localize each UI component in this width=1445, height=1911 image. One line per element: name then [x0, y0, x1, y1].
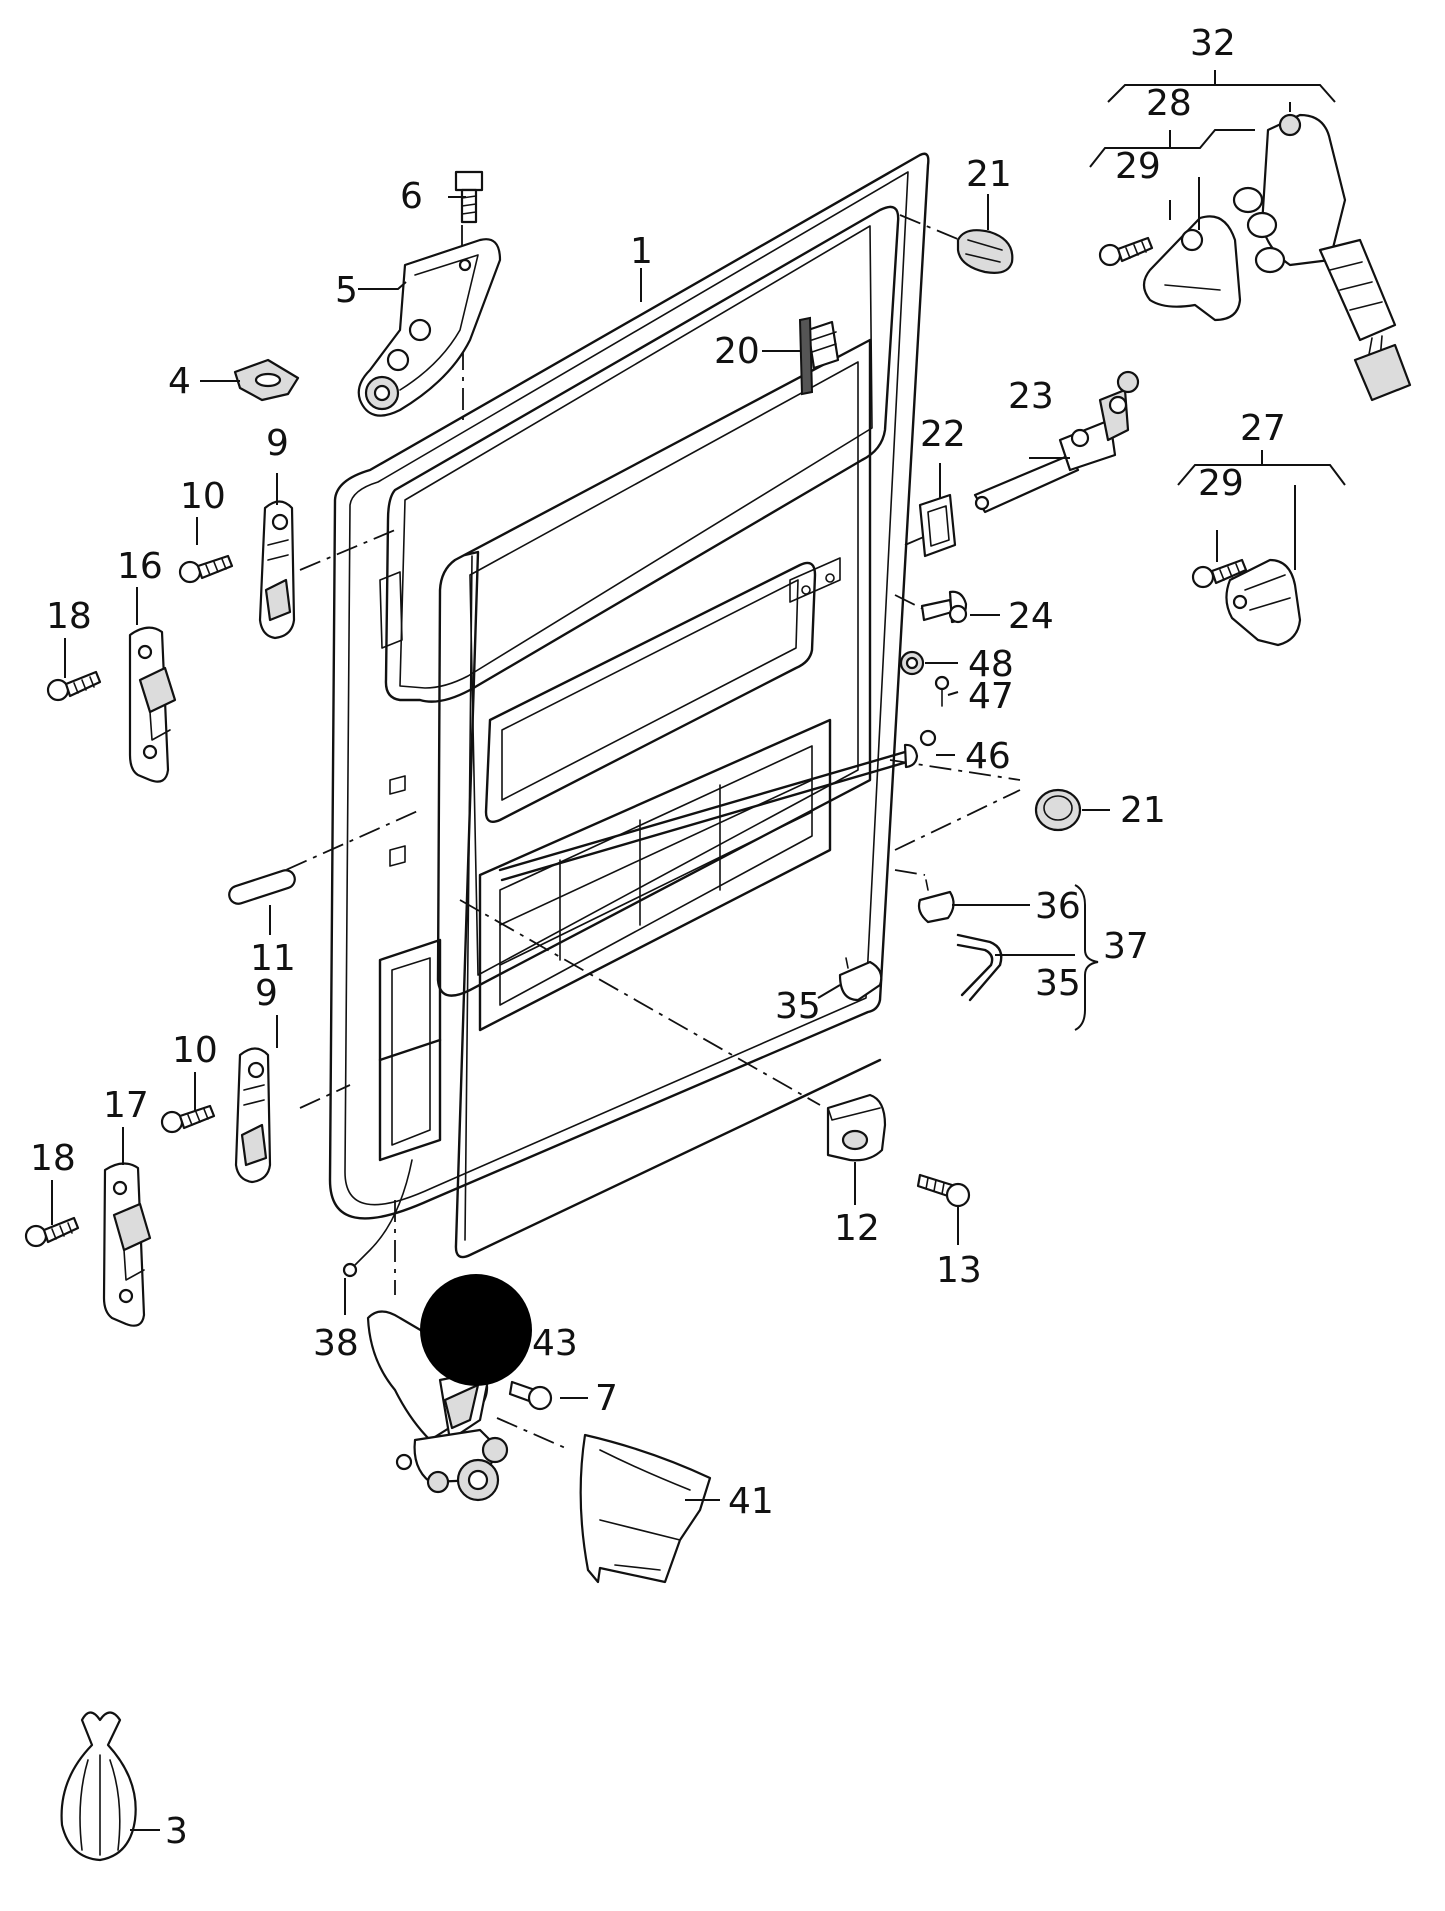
- callout-36: 36: [1035, 886, 1081, 927]
- bracket-5: [357, 238, 502, 417]
- callout-3: 3: [165, 1811, 188, 1852]
- bolt-7: [508, 1380, 553, 1411]
- callout-27: 27: [1240, 408, 1286, 449]
- seal-35: [838, 933, 1003, 1002]
- cap-21-upper: [956, 229, 1014, 274]
- callout-leaders: [51, 102, 1296, 1831]
- callout-32: 32: [1190, 23, 1236, 64]
- actuator-32: [1232, 113, 1412, 402]
- callout-13: 13: [936, 1250, 982, 1291]
- callout-20: 20: [714, 331, 760, 372]
- clip-36: [917, 879, 955, 924]
- callout-37: 37: [1103, 926, 1149, 967]
- callout-9-lower: 9: [255, 973, 278, 1014]
- callout-1: 1: [630, 231, 653, 272]
- callout-48: 48: [968, 644, 1014, 685]
- screw-10-lower: [160, 1104, 216, 1134]
- callout-21-lower: 21: [1120, 790, 1166, 831]
- callout-10-lower: 10: [172, 1030, 218, 1071]
- callout-23: 23: [1008, 376, 1054, 417]
- striker-16: [128, 626, 177, 783]
- callout-21-upper: 21: [966, 154, 1012, 195]
- callout-18-lower: 18: [30, 1138, 76, 1179]
- callout-22: 22: [920, 414, 966, 455]
- roller-arm-23: [973, 370, 1140, 514]
- screw-18-lower: [24, 1216, 80, 1248]
- roller-43: [366, 1310, 509, 1502]
- screw-18-upper: [46, 670, 102, 702]
- callout-10-upper: 10: [180, 476, 226, 517]
- guide-9-upper: [258, 500, 296, 640]
- callout-11: 11: [250, 938, 296, 979]
- leader-lines: [1074, 70, 1346, 1031]
- callout-28: 28: [1146, 83, 1192, 124]
- cover-41: [579, 1433, 712, 1584]
- callout-35-right: 35: [1035, 963, 1081, 1004]
- bolt-24: [920, 590, 968, 624]
- callout-6: 6: [400, 176, 423, 217]
- pad-4: [233, 358, 300, 402]
- rod-46: [498, 729, 937, 882]
- striker-17: [102, 1162, 152, 1327]
- grommet-48: [899, 650, 925, 676]
- bag-3: [60, 1711, 137, 1862]
- callout-24: 24: [1008, 596, 1054, 637]
- highlight-marker: [420, 1274, 532, 1386]
- callout-47: 47: [968, 676, 1014, 717]
- screw-10-upper: [178, 554, 234, 584]
- callout-18-upper: 18: [46, 596, 92, 637]
- callout-4: 4: [168, 361, 191, 402]
- bracket-12: [826, 1093, 887, 1162]
- screw-29-upper: [1098, 236, 1154, 267]
- callout-35-left: 35: [775, 986, 821, 1027]
- door-panel: [328, 152, 930, 1259]
- callout-7: 7: [595, 1378, 618, 1419]
- callout-38: 38: [313, 1323, 359, 1364]
- callout-41: 41: [728, 1481, 774, 1522]
- callout-12: 12: [834, 1208, 880, 1249]
- guide-9-lower: [234, 1047, 272, 1184]
- screw-47: [934, 675, 950, 707]
- strip-11: [228, 869, 296, 905]
- cap-21-lower: [1034, 788, 1082, 832]
- callout-9-upper: 9: [266, 423, 289, 464]
- callout-43: 43: [532, 1323, 578, 1364]
- latch-hook-28: [1142, 215, 1242, 322]
- callout-29-upper: 29: [1115, 146, 1161, 187]
- cable-38: [342, 1159, 413, 1278]
- callout-46: 46: [965, 736, 1011, 777]
- callout-5: 5: [335, 270, 358, 311]
- guide-piece-22: [918, 493, 957, 558]
- callout-17: 17: [103, 1085, 149, 1126]
- callout-16: 16: [117, 546, 163, 587]
- callout-29-lower: 29: [1198, 463, 1244, 504]
- latch-27: [1225, 558, 1302, 647]
- screw-29-lower: [1191, 558, 1248, 589]
- screw-13: [916, 1173, 971, 1208]
- clip-20: [798, 316, 840, 396]
- callout-labels: 1 6 5 4 9 10 16 18 20 21 22 23 24 32 28 …: [30, 23, 1286, 1852]
